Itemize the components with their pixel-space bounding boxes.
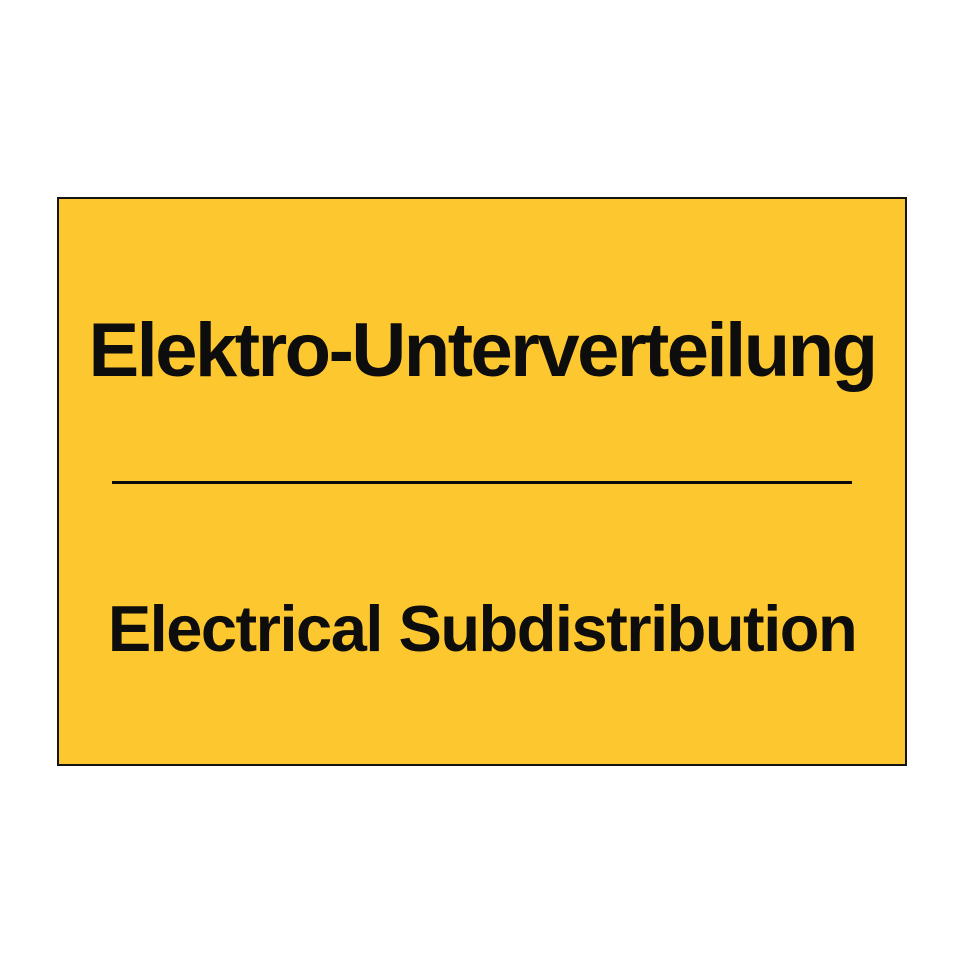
divider-line bbox=[112, 481, 852, 484]
sign-panel: Elektro-Unterverteilung Electrical Subdi… bbox=[57, 197, 907, 766]
sign-title-english: Electrical Subdistribution bbox=[107, 592, 858, 665]
sign-title-german: Elektro-Unterverteilung bbox=[88, 308, 878, 393]
